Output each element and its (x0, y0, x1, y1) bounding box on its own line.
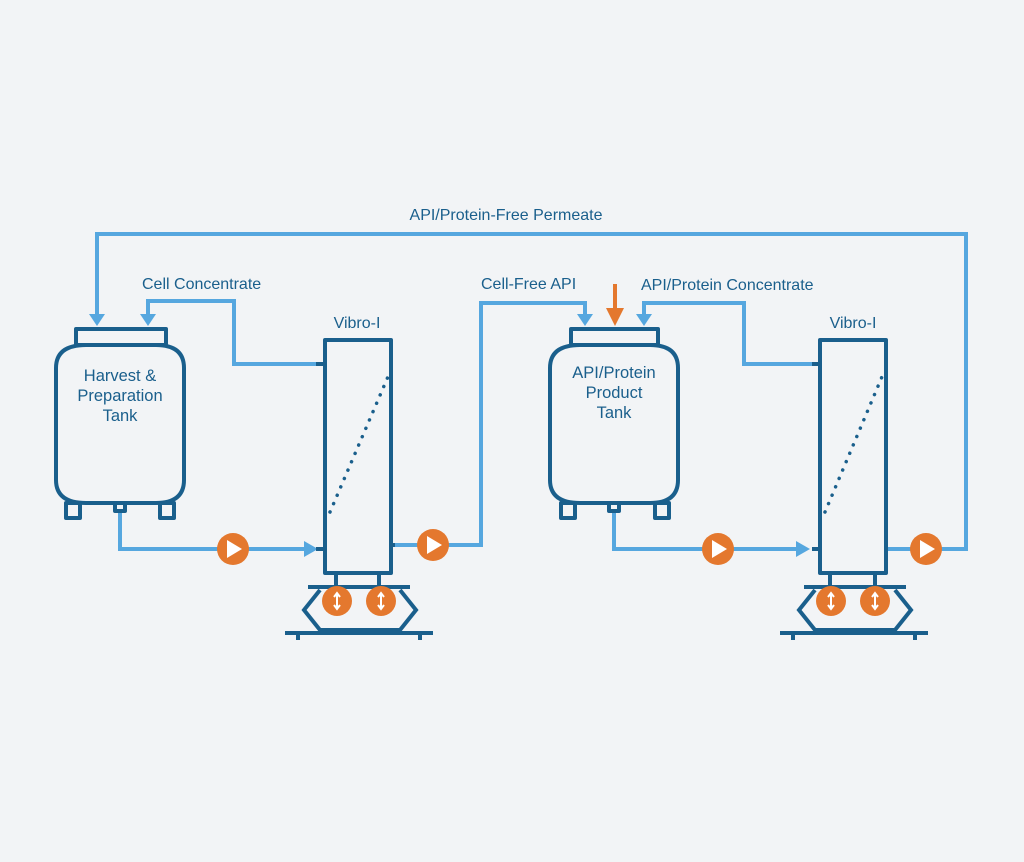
vibro-filter-2 (780, 338, 928, 640)
pump-icon (417, 529, 449, 561)
vibration-motor-icon (860, 586, 890, 616)
harvest-preparation-tank: Harvest & Preparation Tank (54, 327, 186, 520)
vibro-filter-1 (285, 338, 433, 640)
product-tank-label-line2: Product (586, 384, 643, 402)
product-tank-feed-arrow-icon (606, 284, 624, 326)
cell-concentrate-line (146, 299, 316, 366)
api-protein-product-tank: API/Protein Product Tank (548, 327, 680, 520)
vibration-motor-icon (366, 586, 396, 616)
harvest-tank-label-line3: Tank (103, 407, 139, 425)
pump-icon (217, 533, 249, 565)
product-feed-arrowhead (796, 541, 810, 557)
pump-icon (702, 533, 734, 565)
harvest-feed-line (118, 511, 310, 551)
permeate-return-line (95, 232, 968, 551)
api-protein-concentrate-label: API/Protein Concentrate (641, 277, 814, 294)
filter-1-label: Vibro-I (334, 315, 381, 332)
filter-2-label: Vibro-I (830, 315, 877, 332)
harvest-tank-label-line1: Harvest & (84, 367, 156, 385)
cell-free-api-arrowhead (577, 314, 593, 326)
product-tank-label-line3: Tank (597, 404, 633, 422)
cell-concentrate-arrowhead (140, 314, 156, 326)
pump-icon (910, 533, 942, 565)
api-concentrate-arrowhead (636, 314, 652, 326)
permeate-return-label: API/Protein-Free Permeate (410, 207, 603, 224)
cell-free-api-label: Cell-Free API (481, 276, 576, 293)
api-concentrate-line (642, 301, 812, 366)
harvest-feed-arrowhead (304, 541, 318, 557)
cell-concentrate-label: Cell Concentrate (142, 276, 261, 293)
vibration-motor-icon (816, 586, 846, 616)
product-feed-line (612, 511, 802, 551)
product-tank-label-line1: API/Protein (572, 364, 655, 382)
permeate-arrowhead (89, 314, 105, 326)
harvest-tank-label-line2: Preparation (77, 387, 162, 405)
vibration-motor-icon (322, 586, 352, 616)
cell-free-api-line (392, 301, 587, 547)
